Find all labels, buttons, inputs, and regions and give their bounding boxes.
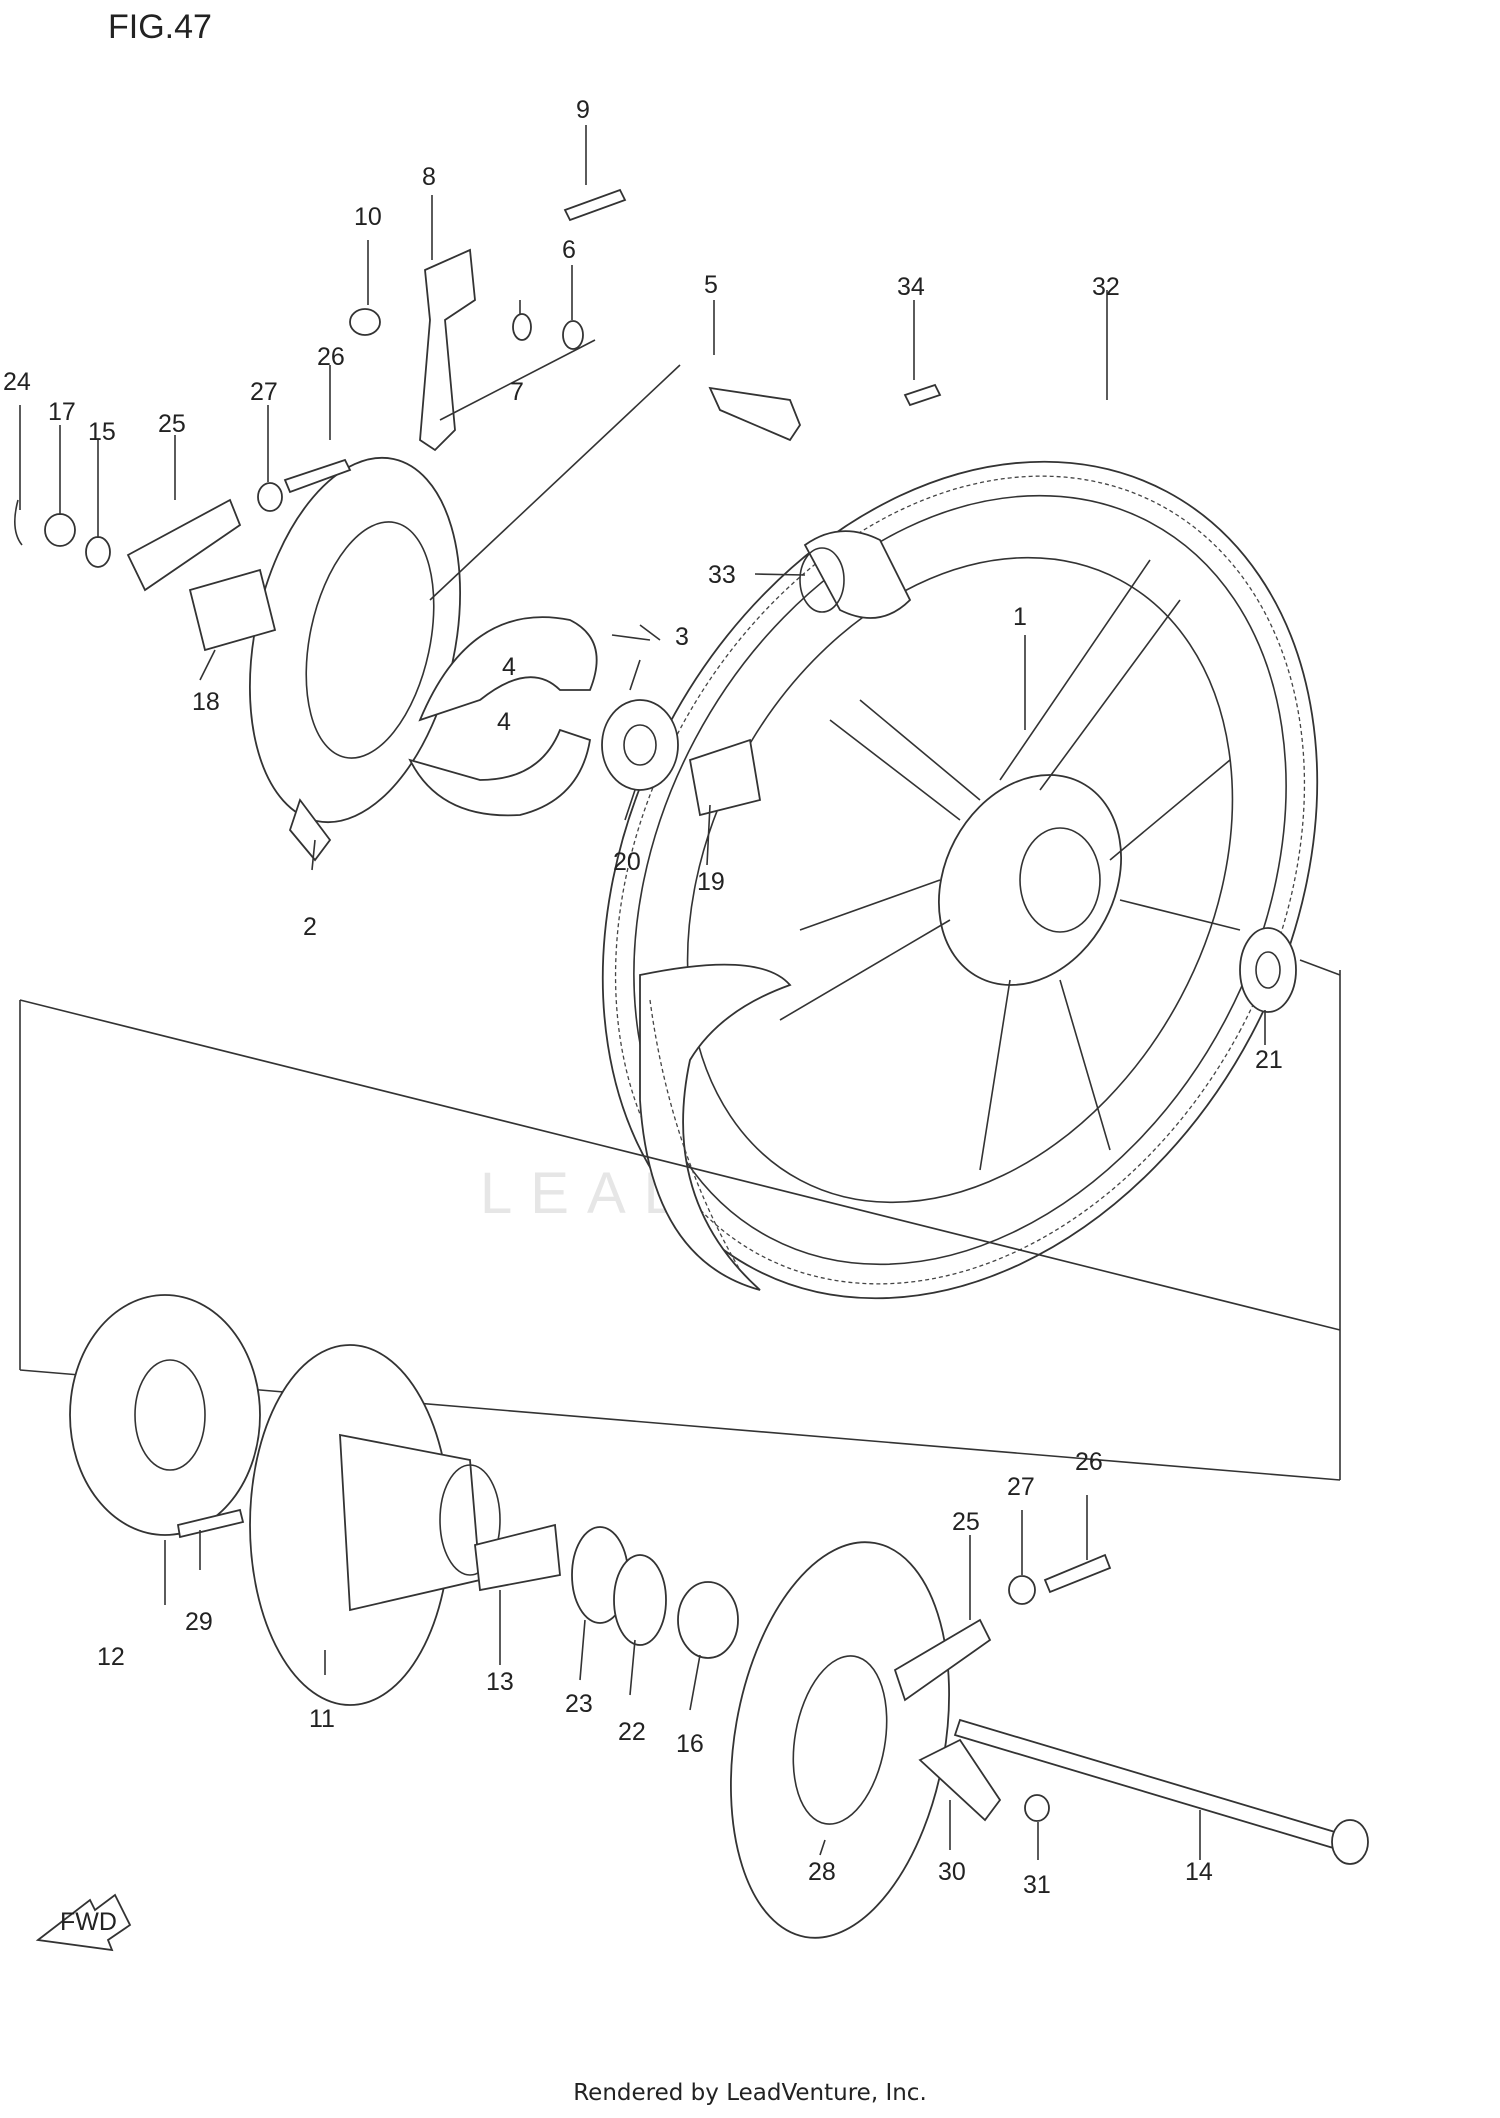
callout-32: 32 (1092, 273, 1120, 301)
tire-cutaway (639, 963, 792, 1291)
fwd-label: FWD (60, 1908, 117, 1936)
callout-14: 14 (1185, 1858, 1213, 1886)
callout-11: 11 (309, 1705, 335, 1733)
explode-frame (19, 970, 1341, 1481)
callout-22: 22 (618, 1718, 646, 1746)
spacer-18 (188, 568, 277, 652)
callout-13: 13 (486, 1668, 514, 1696)
callout-24: 24 (3, 368, 31, 396)
bolt-26-left (283, 458, 352, 494)
callout-2: 2 (303, 913, 317, 941)
callout-18: 18 (192, 688, 220, 716)
callout-19: 19 (697, 868, 725, 896)
spacer-19 (688, 738, 762, 817)
cotter-pin-24 (14, 499, 23, 546)
callout-26a: 26 (317, 343, 345, 371)
brake-stopper-30 (918, 1738, 1002, 1822)
callout-26b: 26 (1075, 1448, 1103, 1476)
callout-33: 33 (708, 561, 736, 589)
inner-tube (799, 530, 912, 619)
bolt-29 (176, 1508, 245, 1539)
callout-5: 5 (704, 271, 718, 299)
callout-30: 30 (938, 1858, 966, 1886)
nut-27-right (1008, 1575, 1036, 1605)
axle-nut-17 (44, 513, 76, 547)
callout-27b: 27 (1007, 1473, 1035, 1501)
callout-34: 34 (897, 273, 925, 301)
callout-6: 6 (562, 236, 576, 264)
rear-wheel (601, 460, 1319, 1300)
cush-damper (69, 1294, 261, 1536)
spacer-16 (677, 1581, 739, 1659)
washer-15 (85, 536, 111, 568)
brake-shoes (408, 616, 598, 817)
callout-9: 9 (576, 96, 590, 124)
rear-axle (953, 1718, 1369, 1865)
leader-valve (429, 364, 681, 601)
sprocket-drum (249, 1344, 501, 1706)
bearing-22 (613, 1554, 667, 1646)
callout-7: 7 (510, 378, 524, 406)
bearing-20 (601, 699, 679, 791)
callout-31: 31 (1023, 1871, 1051, 1899)
leader-panel (439, 339, 596, 421)
bolt-9 (563, 188, 627, 222)
washer-6 (562, 320, 584, 350)
callout-4b: 4 (497, 708, 511, 736)
tire-valve (708, 386, 802, 442)
collar-13 (474, 1523, 561, 1592)
callout-28: 28 (808, 1858, 836, 1886)
chain-adjuster-right (893, 1618, 992, 1702)
footer-credit: Rendered by LeadVenture, Inc. (573, 2080, 927, 2106)
washer-7 (512, 313, 532, 341)
callout-29: 29 (185, 1608, 213, 1636)
callout-12: 12 (97, 1643, 125, 1671)
callout-23: 23 (565, 1690, 593, 1718)
callout-27a: 27 (250, 378, 278, 406)
callout-1: 1 (1013, 603, 1027, 631)
fwd-arrow-icon: FWD (35, 1893, 132, 1952)
callout-17: 17 (48, 398, 76, 426)
leader-lines (19, 125, 1266, 1860)
callout-10: 10 (354, 203, 382, 231)
callout-3: 3 (675, 623, 689, 651)
callout-25b: 25 (952, 1508, 980, 1536)
callout-25a: 25 (158, 410, 186, 438)
chain-adjuster-left (126, 498, 242, 592)
rim-band (903, 383, 942, 407)
bolt-26-right (1043, 1553, 1112, 1594)
callout-21: 21 (1255, 1046, 1283, 1074)
nut-31 (1024, 1794, 1050, 1822)
leader-bearing21 (1299, 959, 1341, 976)
nut-27-left (257, 482, 283, 512)
callout-15: 15 (88, 418, 116, 446)
figure-title: FIG.47 (108, 8, 212, 46)
callout-8: 8 (422, 163, 436, 191)
rear-sprocket (730, 1541, 950, 1939)
brake-cam-lever (419, 248, 476, 452)
bearing-21 (1239, 927, 1297, 1013)
callout-16: 16 (676, 1730, 704, 1758)
nut-10 (349, 308, 381, 336)
callout-4a: 4 (502, 653, 516, 681)
callout-20: 20 (613, 848, 641, 876)
